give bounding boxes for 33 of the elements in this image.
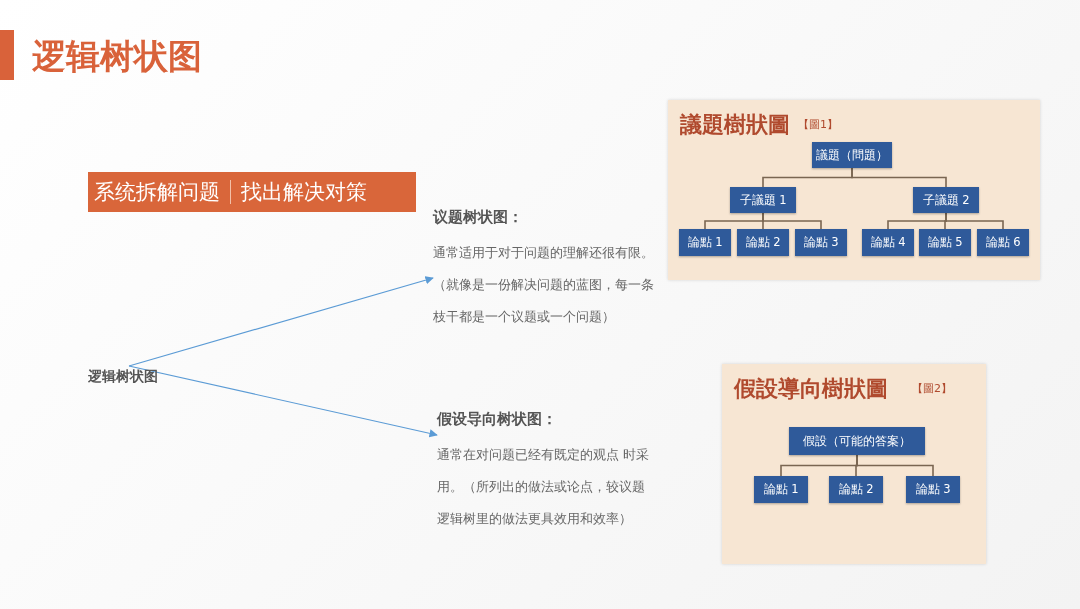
figure-heading: 假設導向樹狀圖 (734, 374, 888, 403)
figure-heading: 議題樹狀圖 (680, 110, 790, 139)
tree-node-box: 議題（問題） (812, 142, 892, 168)
description-text: （就像是一份解决问题的蓝图，每一条枝干都是一个议题或一个问题） (433, 276, 655, 326)
arrow (128, 276, 434, 367)
description-text: 通常在对问题已经有既定的观点 时采用。（所列出的做法或论点，较议题逻辑树里的做法更具效用和效率） (437, 446, 650, 528)
tree-node-box: 論點 3 (906, 476, 960, 503)
root-label: 逻辑树状图 (88, 368, 158, 384)
banner-background (88, 172, 416, 212)
tree-node-box: 論點 3 (795, 229, 847, 256)
banner-text: 系统拆解问题 (94, 179, 220, 206)
tree-node-box: 論點 1 (754, 476, 808, 503)
section-heading: 假设导向树状图： (437, 410, 558, 429)
figure-panel (668, 100, 1040, 280)
tree-node-box: 子議題 1 (730, 187, 796, 213)
tree-node-box: 假設（可能的答案） (789, 427, 925, 455)
tree-node-box: 子議題 2 (913, 187, 979, 213)
figure-number: 【圖2】 (912, 381, 952, 396)
banner-text: 找出解决对策 (241, 179, 367, 206)
slide-title: 逻辑树状图 (32, 35, 202, 78)
connector-line (856, 454, 934, 477)
tree-node-box: 論點 5 (919, 229, 971, 256)
figure-number: 【圖1】 (798, 117, 838, 132)
section-heading: 议题树状图： (433, 208, 524, 227)
tree-node-box: 論點 4 (862, 229, 914, 256)
tree-node-box: 論點 2 (829, 476, 883, 503)
tree-node-box: 論點 1 (679, 229, 731, 256)
connector-line (851, 167, 947, 188)
tree-node-box: 論點 6 (977, 229, 1029, 256)
tree-node-box: 論點 2 (737, 229, 789, 256)
description-text: 通常适用于对于问题的理解还很有限。 (433, 244, 655, 262)
arrow (128, 365, 438, 438)
figure-panel (722, 364, 986, 564)
